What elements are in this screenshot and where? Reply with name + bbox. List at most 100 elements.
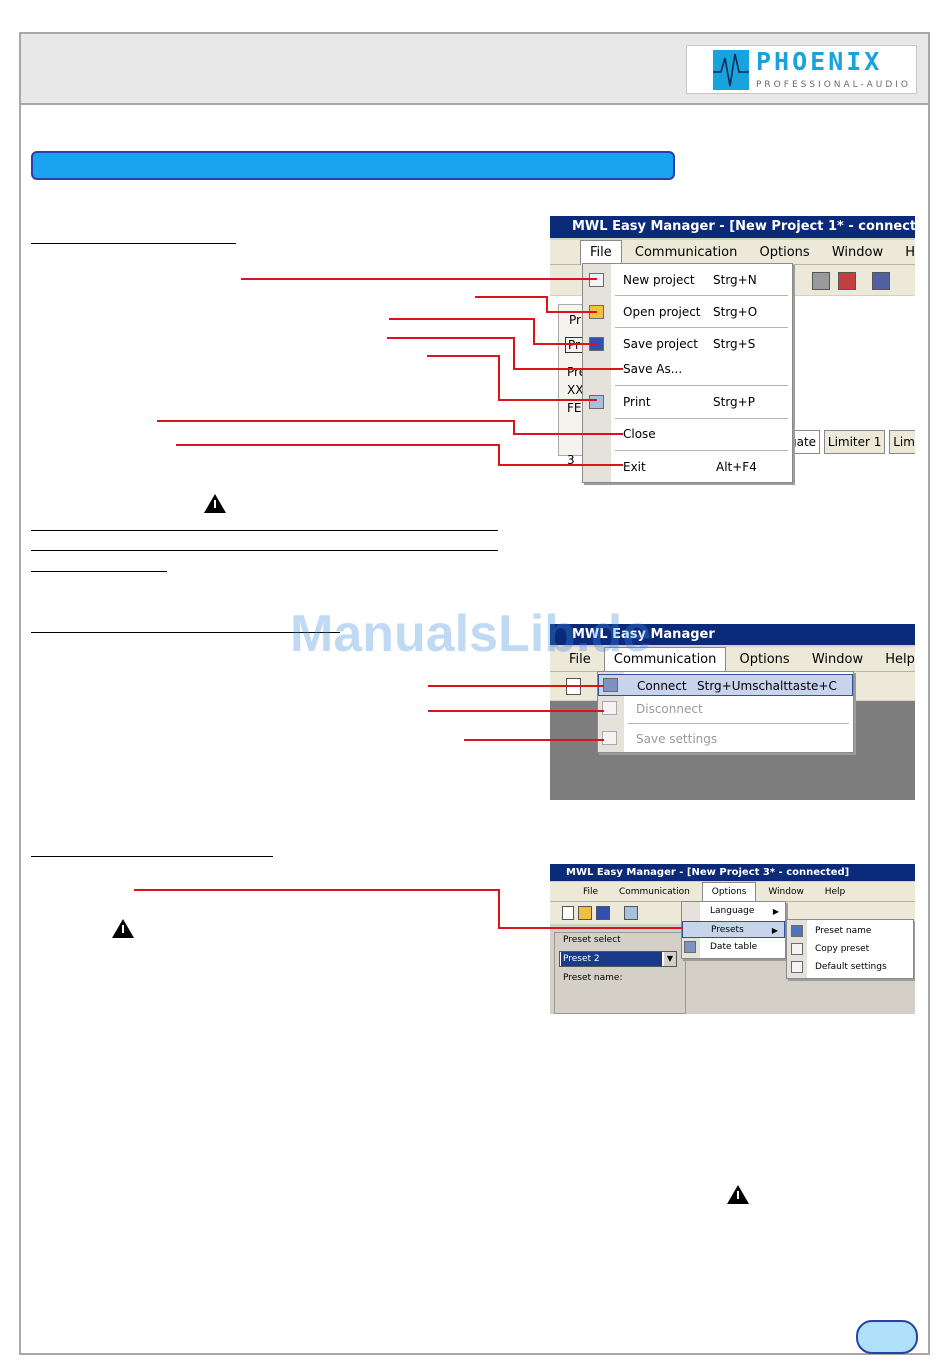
menu-options[interactable]: Options	[759, 245, 810, 260]
menu-item-label: Copy preset	[815, 944, 870, 954]
menu-separator	[615, 450, 788, 451]
callout-line	[475, 296, 548, 298]
preset-select-value: Preset 2	[561, 952, 662, 966]
menu-item-language[interactable]: Language ▶	[682, 903, 785, 920]
toolbar-connect-icon[interactable]	[812, 272, 830, 290]
menu-item-label: Connect	[637, 679, 687, 693]
toolbar-save-settings-icon[interactable]	[872, 272, 890, 290]
connect-icon	[603, 678, 618, 692]
menu-help[interactable]: Help	[824, 887, 846, 897]
text-rule	[31, 550, 498, 551]
tab-limiter-2[interactable]: Limite	[889, 430, 915, 454]
callout-line	[498, 927, 683, 929]
tab-limiter-1[interactable]: Limiter 1	[823, 430, 886, 454]
menu-options[interactable]: Options	[739, 652, 790, 667]
menu-item-default-settings[interactable]: Default settings	[787, 958, 913, 976]
callout-line	[389, 318, 535, 320]
window-title: MWL Easy Manager	[550, 624, 915, 645]
menu-item-shortcut: Strg+O	[713, 305, 758, 319]
bg-text: FE	[567, 401, 582, 415]
callout-line	[498, 444, 500, 466]
toolbar-new-icon[interactable]	[562, 906, 574, 920]
menu-item-save-as[interactable]: Save As...	[583, 358, 792, 380]
menu-item-disconnect[interactable]: Disconnect	[598, 698, 853, 720]
bg-text: Pr	[569, 313, 581, 327]
menu-window[interactable]: Window	[768, 887, 804, 897]
preset-name-label: Preset name:	[563, 973, 623, 983]
menu-communication[interactable]: Communication	[603, 647, 727, 672]
menu-item-date-table[interactable]: Date table	[682, 939, 785, 956]
menu-file[interactable]: File	[580, 240, 622, 265]
submenu-arrow-icon: ▶	[771, 926, 778, 935]
menu-options[interactable]: Options	[701, 882, 757, 902]
communication-menu-screenshot: MWL Easy Manager File Communication Opti…	[550, 624, 915, 800]
menu-help[interactable]: Help	[885, 652, 915, 667]
callout-line	[428, 710, 604, 712]
preset-name-icon	[791, 925, 803, 937]
preset-select-dropdown[interactable]: Preset 2 ▼	[559, 951, 677, 967]
section-heading-bar	[31, 151, 675, 180]
menu-item-label: Close	[623, 427, 656, 441]
menu-item-print[interactable]: Print Strg+P	[583, 391, 792, 413]
page-number-badge	[856, 1320, 918, 1354]
warning-icon	[204, 494, 226, 513]
options-menu-screenshot: MWL Easy Manager - [New Project 3* - con…	[550, 864, 915, 1014]
menu-separator	[615, 327, 788, 328]
menu-item-presets[interactable]: Presets ▶	[682, 921, 785, 938]
menu-file[interactable]: File	[583, 887, 599, 897]
callout-line	[546, 296, 548, 313]
menu-item-label: Date table	[710, 942, 758, 952]
watermark: ManualsLib.de	[290, 605, 652, 663]
heading-rule-file-menu	[31, 243, 236, 244]
text-rule	[31, 530, 498, 531]
callout-line	[387, 337, 515, 339]
menu-item-save-project[interactable]: Save project Strg+S	[583, 333, 792, 355]
chevron-down-icon[interactable]: ▼	[664, 952, 676, 966]
menu-window[interactable]: Window	[811, 652, 864, 667]
tab-strip: gate Limiter 1 Limite	[785, 430, 915, 454]
options-dropdown: Language ▶ Presets ▶ Date table	[681, 901, 786, 959]
text-rule	[31, 571, 167, 572]
menu-item-close[interactable]: Close	[583, 423, 792, 445]
menu-communication[interactable]: Communication	[618, 887, 690, 897]
menu-help[interactable]: Help	[905, 245, 915, 260]
callout-line	[176, 444, 500, 446]
menu-item-open-project[interactable]: Open project Strg+O	[583, 301, 792, 323]
menu-item-label: Save As...	[623, 362, 683, 376]
menu-item-label: Language	[710, 906, 755, 916]
menu-item-connect[interactable]: Connect Strg+Umschalttaste+C	[598, 674, 853, 696]
presets-submenu: Preset name Copy preset Default settings	[786, 919, 914, 979]
menu-item-copy-preset[interactable]: Copy preset	[787, 940, 913, 958]
menu-item-preset-name[interactable]: Preset name	[787, 922, 913, 940]
menu-window[interactable]: Window	[831, 245, 884, 260]
preset-select-label: Preset select	[563, 935, 621, 945]
callout-line	[428, 685, 604, 687]
logo-brand: PHOENIX	[756, 47, 883, 76]
callout-line	[498, 399, 597, 401]
callout-line	[427, 355, 500, 357]
callout-line	[513, 420, 515, 435]
toolbar-disconnect-icon[interactable]	[838, 272, 856, 290]
new-document-icon	[589, 273, 604, 287]
menu-file[interactable]: File	[569, 652, 591, 667]
bg-text: 3	[567, 453, 575, 467]
save-settings-icon	[602, 731, 617, 745]
menu-bar: File Communication Options Window Help	[550, 240, 915, 265]
file-menu-screenshot: MWL Easy Manager - [New Project 1* - con…	[550, 216, 915, 494]
warning-icon	[727, 1185, 749, 1204]
menu-communication[interactable]: Communication	[634, 245, 738, 260]
toolbar-print-icon[interactable]	[624, 906, 638, 920]
menu-gutter	[583, 264, 611, 482]
menu-item-save-settings[interactable]: Save settings	[598, 728, 853, 750]
callout-line	[513, 368, 623, 370]
callout-line	[533, 343, 597, 345]
menu-item-shortcut: Strg+Umschalttaste+C	[697, 679, 837, 693]
menu-separator	[628, 723, 849, 724]
toolbar-save-icon[interactable]	[596, 906, 610, 920]
callout-line	[498, 889, 500, 929]
phoenix-logo: PHOENIX PROFESSIONAL-AUDIO	[686, 45, 917, 94]
menu-item-new-project[interactable]: New project Strg+N	[583, 269, 792, 291]
menu-item-exit[interactable]: Exit Alt+F4	[583, 456, 792, 478]
toolbar-open-icon[interactable]	[578, 906, 592, 920]
menu-separator	[615, 418, 788, 419]
